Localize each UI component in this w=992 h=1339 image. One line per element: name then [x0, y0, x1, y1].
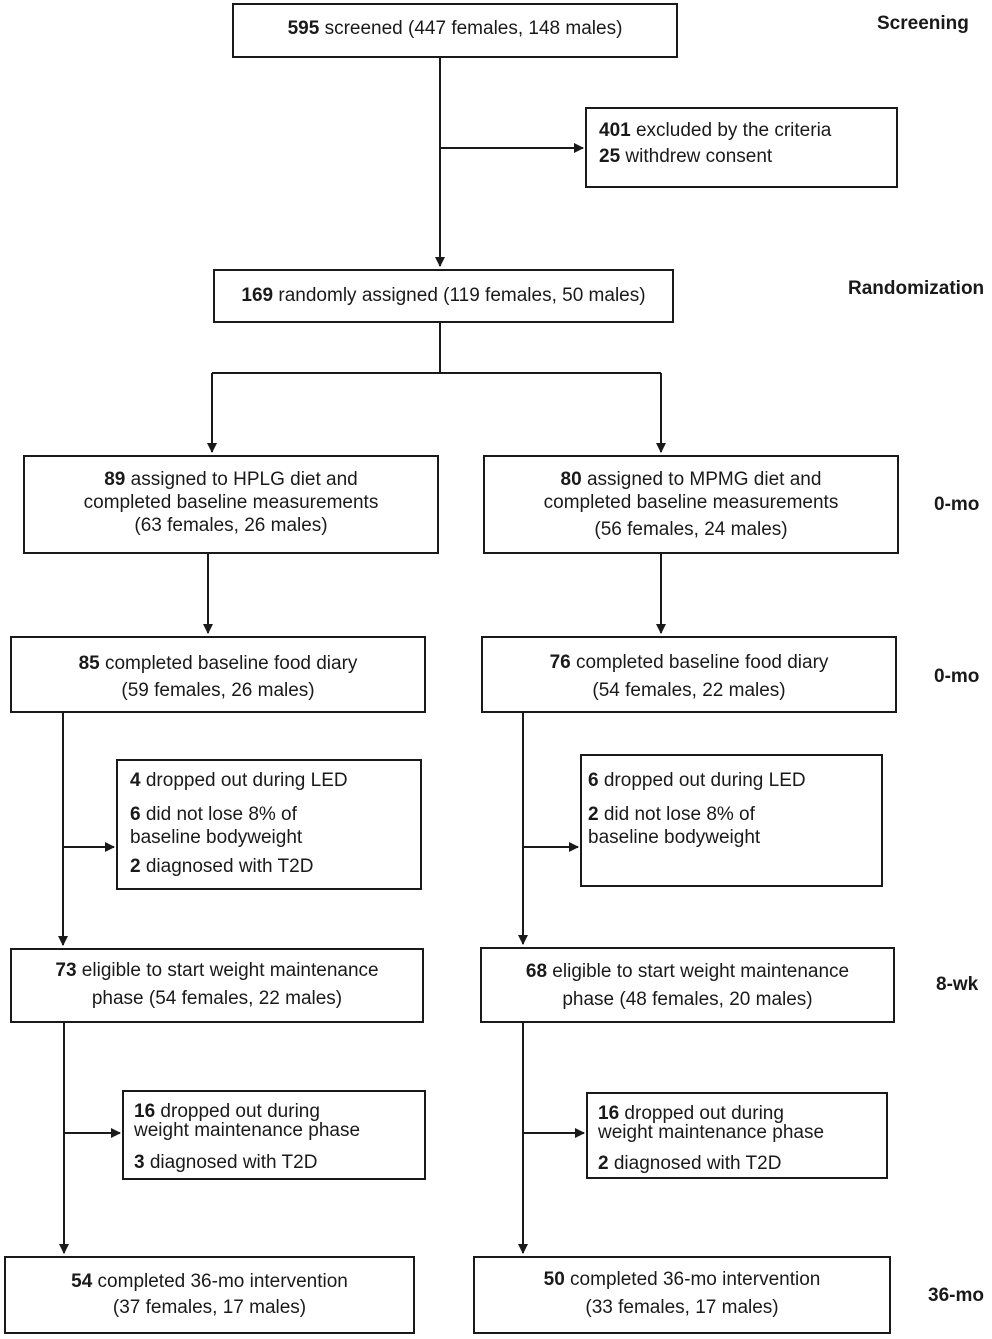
mpmg-completed-count: 50	[543, 1269, 565, 1290]
hplg-completed-text: completed 36-mo intervention	[92, 1271, 348, 1292]
hplg-assigned-line2: completed baseline measurements	[83, 492, 379, 513]
stage-label-0mo-diary: 0-mo	[934, 666, 980, 687]
hplg-not-lose-count: 6	[130, 804, 141, 825]
randomized-text: randomly assigned (119 females, 50 males…	[273, 285, 646, 306]
hplg-led-dropout-count: 4	[130, 770, 141, 791]
stage-label-randomization: Randomization	[848, 278, 985, 299]
randomized-count: 169	[241, 285, 274, 306]
mpmg-assigned-box: 80 assigned to MPMG diet and completed b…	[483, 455, 899, 554]
mpmg-eligible-box: 68 eligible to start weight maintenance …	[480, 947, 895, 1023]
hplg-wm-dropout-line2: weight maintenance phase	[134, 1120, 361, 1141]
mpmg-assigned-line3: (56 females, 24 males)	[594, 519, 788, 540]
hplg-led-dropout-text: dropped out during LED	[140, 770, 348, 791]
hplg-completed-box: 54 completed 36-mo intervention (37 fema…	[4, 1256, 415, 1334]
stage-label-0mo-assigned: 0-mo	[934, 494, 980, 515]
stage-label-36mo: 36-mo	[928, 1285, 984, 1306]
mpmg-wm-dropout-line2: weight maintenance phase	[598, 1122, 825, 1143]
hplg-eligible-box: 73 eligible to start weight maintenance …	[10, 948, 424, 1023]
mpmg-wm-dropout-text: dropped out during	[619, 1103, 784, 1124]
mpmg-led-dropout-count: 6	[588, 770, 599, 791]
hplg-assigned-count: 89	[104, 469, 126, 490]
hplg-assigned-line3: (63 females, 26 males)	[134, 515, 328, 536]
mpmg-diary-count: 76	[549, 652, 571, 673]
mpmg-completed-line2: (33 females, 17 males)	[585, 1297, 779, 1318]
hplg-not-lose-text: did not lose 8% of	[140, 804, 297, 825]
hplg-completed-line2: (37 females, 17 males)	[112, 1297, 307, 1318]
mpmg-eligible-text: eligible to start weight maintenance	[547, 961, 850, 982]
mpmg-assigned-text: assigned to MPMG diet and	[581, 469, 822, 490]
withdrew-consent-text: withdrew consent	[620, 146, 773, 167]
hplg-assigned-box: 89 assigned to HPLG diet and completed b…	[23, 455, 439, 554]
mpmg-diary-text: completed baseline food diary	[570, 652, 829, 673]
hplg-diary-count: 85	[78, 653, 100, 674]
stage-label-8wk: 8-wk	[936, 974, 979, 995]
mpmg-diary-box: 76 completed baseline food diary (54 fem…	[481, 636, 897, 713]
mpmg-not-lose-count: 2	[588, 804, 599, 825]
excluded-criteria-count: 401	[599, 120, 631, 141]
mpmg-assigned-count: 80	[560, 469, 582, 490]
mpmg-wm-loss-box: 16 dropped out during weight maintenance…	[586, 1092, 888, 1179]
hplg-eligible-count: 73	[55, 960, 77, 981]
hplg-diary-box: 85 completed baseline food diary (59 fem…	[10, 636, 426, 713]
hplg-not-lose-line2: baseline bodyweight	[130, 827, 303, 848]
mpmg-not-lose-text: did not lose 8% of	[598, 804, 755, 825]
hplg-wm-loss-box: 16 dropped out during weight maintenance…	[122, 1090, 426, 1180]
mpmg-completed-text: completed 36-mo intervention	[564, 1269, 821, 1290]
hplg-led-t2d-count: 2	[130, 856, 141, 877]
mpmg-eligible-count: 68	[525, 961, 548, 982]
hplg-led-t2d-text: diagnosed with T2D	[140, 856, 314, 877]
mpmg-wm-dropout-count: 16	[598, 1103, 620, 1124]
mpmg-eligible-line2: phase (48 females, 20 males)	[562, 989, 813, 1010]
screened-box: 595 screened (447 females, 148 males)	[232, 3, 678, 58]
mpmg-assigned-line2: completed baseline measurements	[543, 492, 839, 513]
mpmg-led-dropout-text: dropped out during LED	[598, 770, 806, 791]
hplg-wm-dropout-text: dropped out during	[155, 1101, 320, 1122]
screened-text: screened (447 females, 148 males)	[319, 18, 623, 39]
hplg-diary-text: completed baseline food diary	[99, 653, 358, 674]
excluded-criteria-text: excluded by the criteria	[630, 120, 832, 141]
hplg-led-loss-box: 4 dropped out during LED 6 did not lose …	[116, 759, 422, 890]
mpmg-completed-box: 50 completed 36-mo intervention (33 fema…	[473, 1256, 891, 1334]
mpmg-diary-line2: (54 females, 22 males)	[592, 680, 786, 701]
hplg-diary-line2: (59 females, 26 males)	[121, 680, 315, 701]
hplg-eligible-text: eligible to start weight maintenance	[76, 960, 379, 981]
hplg-assigned-text: assigned to HPLG diet and	[125, 469, 358, 490]
withdrew-consent-count: 25	[599, 146, 621, 167]
mpmg-wm-t2d-count: 2	[598, 1153, 609, 1174]
mpmg-not-lose-line2: baseline bodyweight	[588, 827, 761, 848]
stage-label-screening: Screening	[877, 13, 969, 34]
excluded-box: 401 excluded by the criteria 25 withdrew…	[585, 107, 898, 188]
mpmg-wm-t2d-text: diagnosed with T2D	[608, 1153, 782, 1174]
hplg-completed-count: 54	[71, 1271, 93, 1292]
mpmg-led-loss-box: 6 dropped out during LED 2 did not lose …	[580, 754, 883, 887]
hplg-wm-dropout-count: 16	[134, 1101, 156, 1122]
screened-count: 595	[287, 18, 320, 39]
hplg-wm-t2d-text: diagnosed with T2D	[144, 1152, 318, 1173]
hplg-wm-t2d-count: 3	[134, 1152, 145, 1173]
hplg-eligible-line2: phase (54 females, 22 males)	[91, 988, 343, 1009]
randomized-box: 169 randomly assigned (119 females, 50 m…	[213, 269, 674, 323]
